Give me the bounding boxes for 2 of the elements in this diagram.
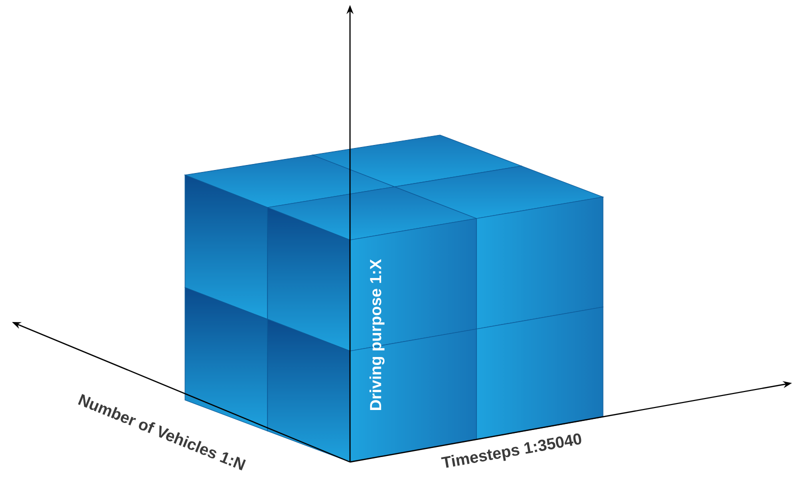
- axis-label: Driving purpose 1:X: [370, 259, 384, 410]
- axis-label: Timesteps 1:35040: [441, 433, 582, 468]
